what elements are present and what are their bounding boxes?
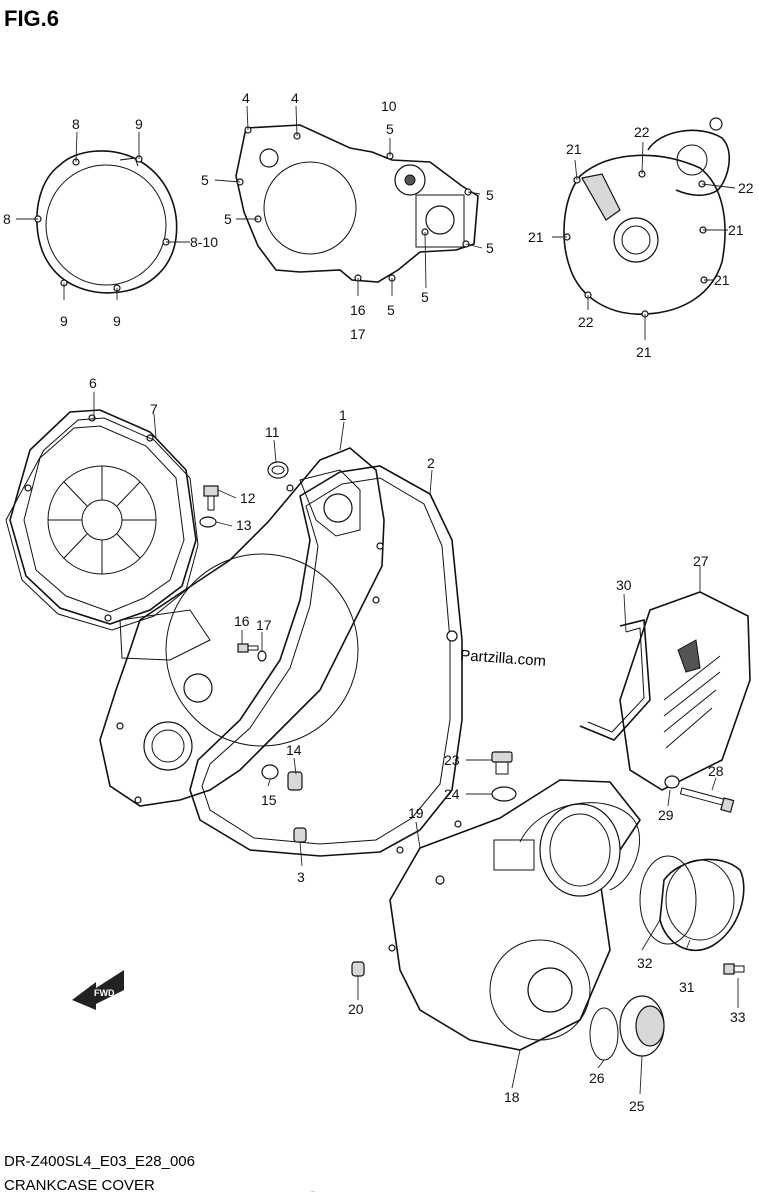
callout-21: 21: [714, 272, 730, 288]
callout-2: 2: [427, 455, 435, 471]
callout-8-10: 8-10: [190, 234, 218, 250]
callout-1: 1: [339, 407, 347, 423]
leader-lines: [16, 105, 739, 1095]
bolt-16: [237, 643, 259, 653]
forward-arrow-icon: FWD: [72, 970, 124, 1010]
oring-15: [261, 764, 279, 780]
figure-title: FIG.6: [4, 6, 59, 31]
bolt-28: [679, 787, 735, 813]
watermark: Partzilla.com: [460, 647, 547, 670]
callout-33: 33: [730, 1009, 746, 1025]
callout-17: 17: [350, 326, 366, 342]
callout-5: 5: [421, 289, 429, 305]
callout-4: 4: [242, 90, 250, 106]
callout-22: 22: [578, 314, 594, 330]
callout-26: 26: [589, 1070, 605, 1086]
bottom-tiny-text: ...: [310, 1188, 315, 1194]
callout-5: 5: [387, 302, 395, 318]
inset-cover-outline: [235, 124, 479, 283]
forward-arrow-label: FWD: [94, 988, 115, 998]
callout-11: 11: [265, 424, 280, 440]
inset-gasket-outline: [34, 150, 178, 294]
callout-21: 21: [528, 229, 544, 245]
crankcase-cover: [99, 447, 385, 807]
callout-9: 9: [135, 116, 143, 132]
callout-21: 21: [728, 222, 744, 238]
callout-20: 20: [348, 1001, 364, 1017]
callout-30: 30: [616, 577, 632, 593]
bolt-12: [203, 485, 219, 511]
clutch-cover-gasket: [5, 417, 199, 631]
callout-10: 10: [381, 98, 397, 114]
washer-13: [199, 516, 217, 528]
callout-14: 14: [286, 742, 302, 758]
inset-generator-outline: [563, 117, 730, 318]
callout-31: 31: [679, 979, 695, 995]
callout-8: 8: [72, 116, 80, 132]
oring-24: [491, 786, 517, 802]
callout-3: 3: [297, 869, 305, 885]
callout-16: 16: [234, 613, 250, 629]
plug-14: [287, 771, 303, 791]
callout-21: 21: [636, 344, 652, 360]
callout-25: 25: [629, 1098, 645, 1114]
callout-32: 32: [637, 955, 653, 971]
callout-4: 4: [291, 90, 299, 106]
callout-5: 5: [201, 172, 209, 188]
oring-26: [589, 1007, 619, 1061]
main-gasket: [189, 465, 463, 857]
watermark-logo-icon: [446, 630, 458, 642]
dowel-pin-20: [351, 961, 365, 977]
callout-13: 13: [236, 517, 252, 533]
callout-28: 28: [708, 763, 724, 779]
callout-17: 17: [256, 617, 272, 633]
model-code: DR-Z400SL4_E03_E28_006: [4, 1153, 195, 1170]
sprocket-cover-plate: [579, 618, 651, 741]
callout-9: 9: [60, 313, 68, 329]
oring-32: [639, 855, 697, 945]
callout-24: 24: [444, 786, 460, 802]
callout-5: 5: [486, 187, 494, 203]
generator-cover: [388, 779, 641, 1051]
washer-29: [664, 775, 680, 789]
callout-21: 21: [566, 141, 582, 157]
callout-27: 27: [693, 553, 709, 569]
callout-15: 15: [261, 792, 277, 808]
callout-5: 5: [224, 211, 232, 227]
callout-labels: 8 9 8 8-10 9 9 4 4 10 5 5 5 5 5 5 5 16 1…: [3, 90, 754, 1114]
callout-6: 6: [89, 375, 97, 391]
callout-9: 9: [113, 313, 121, 329]
clutch-cover: [9, 409, 197, 625]
callout-12: 12: [240, 490, 256, 506]
bolt-33: [723, 963, 745, 975]
callout-22: 22: [738, 180, 754, 196]
callout-5: 5: [486, 240, 494, 256]
callout-8: 8: [3, 211, 11, 227]
callout-22: 22: [634, 124, 650, 140]
callout-16: 16: [350, 302, 366, 318]
oil-seal-11: [267, 461, 289, 479]
section-name: CRANKCASE COVER: [4, 1177, 155, 1194]
washer-17: [257, 650, 267, 662]
callout-23: 23: [444, 752, 460, 768]
dowel-pin-3: [293, 827, 307, 843]
callout-18: 18: [504, 1089, 520, 1105]
sprocket-cover: [619, 591, 751, 791]
plug-25: [619, 995, 665, 1057]
callout-29: 29: [658, 807, 674, 823]
callout-19: 19: [408, 805, 424, 821]
plug-23: [491, 751, 513, 775]
callout-5: 5: [386, 121, 394, 137]
callout-7: 7: [150, 401, 158, 417]
inspection-cap-31: [659, 858, 745, 952]
